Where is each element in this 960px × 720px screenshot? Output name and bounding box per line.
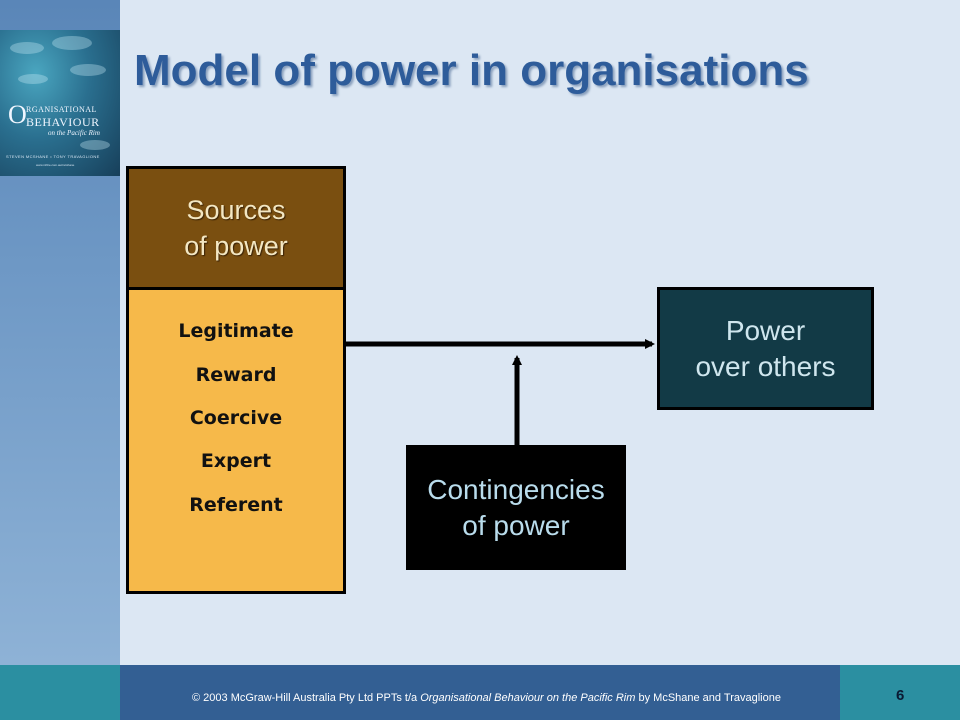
fish-shape bbox=[18, 74, 48, 84]
fish-shape bbox=[52, 36, 92, 50]
source-item-coercive: Coercive bbox=[189, 407, 283, 429]
logo-line3: on the Pacific Rim bbox=[48, 129, 100, 137]
power-line1: Power bbox=[725, 314, 806, 346]
logo-url: www.mhhe.com.au/mcshane bbox=[36, 163, 75, 167]
footer-right-accent bbox=[840, 665, 960, 720]
source-item-referent: Referent bbox=[189, 494, 283, 516]
copyright-suffix: by McShane and Travaglione bbox=[635, 692, 781, 704]
copyright-book-title: Organisational Behaviour on the Pacific … bbox=[420, 692, 636, 704]
source-item-expert: Expert bbox=[200, 450, 272, 472]
copyright-notice: © 2003 McGraw-Hill Australia Pty Ltd PPT… bbox=[192, 692, 781, 704]
source-item-legitimate: Legitimate bbox=[178, 320, 294, 342]
fish-shape bbox=[80, 140, 110, 150]
logo-initial: O bbox=[8, 100, 27, 129]
power-line2: over others bbox=[695, 350, 836, 382]
logo-line2: BEHAVIOUR bbox=[26, 115, 100, 129]
logo-line1: RGANISATIONAL bbox=[26, 105, 97, 114]
book-logo: O RGANISATIONAL BEHAVIOUR on the Pacific… bbox=[0, 30, 120, 176]
sources-header-line1: Sources bbox=[186, 195, 286, 225]
contingencies-line1: Contingencies bbox=[427, 473, 605, 505]
sources-header-line2: of power bbox=[184, 231, 288, 261]
copyright-prefix: © 2003 McGraw-Hill Australia Pty Ltd PPT… bbox=[192, 692, 421, 704]
fish-shape bbox=[70, 64, 106, 76]
footer-bar: © 2003 McGraw-Hill Australia Pty Ltd PPT… bbox=[0, 665, 960, 720]
power-over-others-box: Power over others bbox=[657, 287, 874, 410]
contingencies-line2: of power bbox=[462, 509, 570, 541]
page-number: 6 bbox=[896, 687, 905, 704]
contingencies-of-power-box: Contingencies of power bbox=[406, 445, 626, 570]
source-item-reward: Reward bbox=[195, 364, 277, 386]
sources-of-power-header: Sources of power bbox=[126, 166, 346, 290]
slide-title: Model of power in organisations bbox=[134, 46, 809, 95]
fish-shape bbox=[10, 42, 44, 54]
footer-left-accent bbox=[0, 665, 120, 720]
logo-authors: STEVEN MCSHANE • TONY TRAVAGLIONE bbox=[6, 154, 100, 159]
sources-of-power-list: Legitimate Reward Coercive Expert Refere… bbox=[126, 287, 346, 594]
